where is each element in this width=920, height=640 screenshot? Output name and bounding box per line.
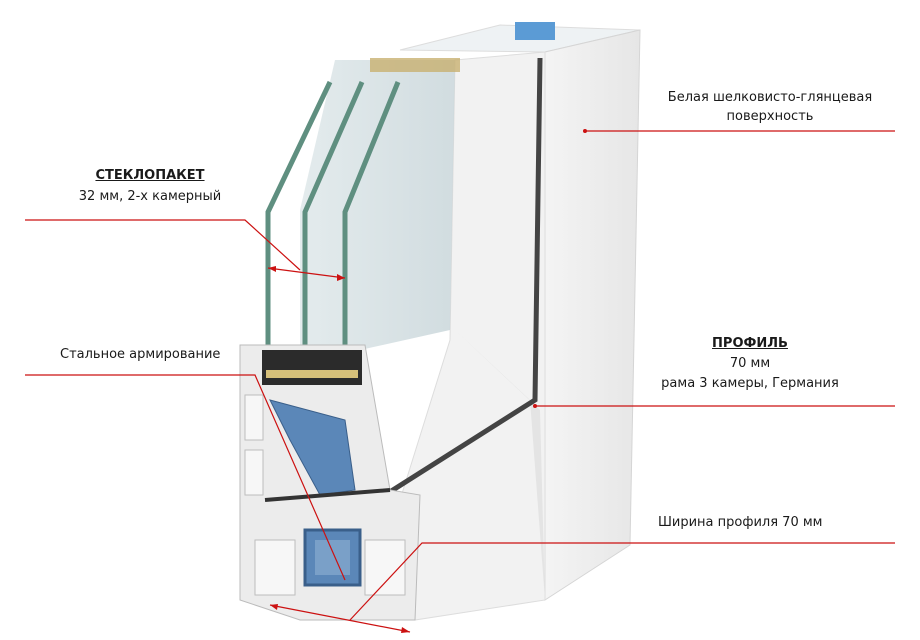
profile-detail: рама 3 камеры, Германия (661, 376, 839, 391)
surface-line1: Белая шелковисто-глянцевая (667, 90, 873, 105)
profile-label: ПРОФИЛЬ 70 мм рама 3 камеры, Германия (660, 334, 840, 394)
glass-thickness-dim (267, 267, 346, 279)
glass-unit-title: СТЕКЛОПАКЕТ (95, 168, 205, 183)
glass-unit-detail: 32 мм, 2-х камерный (78, 189, 222, 204)
profile-title: ПРОФИЛЬ (712, 336, 788, 351)
glass-panes (265, 80, 401, 350)
callout-glass (25, 219, 301, 271)
glass-spacer (370, 58, 460, 72)
surface-line2: поверхность (726, 109, 814, 124)
frame-top-blue-insert (515, 22, 555, 40)
profile-size: 70 мм (729, 356, 771, 371)
gasket-line (383, 57, 543, 498)
frame-right-face (544, 29, 641, 601)
callout-lines (25, 130, 895, 633)
glazing-bead (262, 350, 362, 385)
callout-width (349, 542, 895, 621)
seal-yellow (266, 370, 358, 378)
sash-gasket (264, 488, 391, 502)
steel-reinforcement-label: Стальное армирование (60, 347, 221, 362)
width-dim (269, 604, 411, 633)
glass-area (300, 60, 455, 350)
callout-markers (268, 129, 587, 633)
callout-steel (25, 374, 346, 581)
glass-unit-label: СТЕКЛОПАКЕТ 32 мм, 2-х камерный (70, 168, 230, 204)
surface-label: Белая шелковисто-глянцевая поверхность (660, 88, 880, 126)
profile-width-label: Ширина профиля 70 мм (658, 515, 823, 530)
frame-reinforcement-inner (315, 540, 350, 575)
